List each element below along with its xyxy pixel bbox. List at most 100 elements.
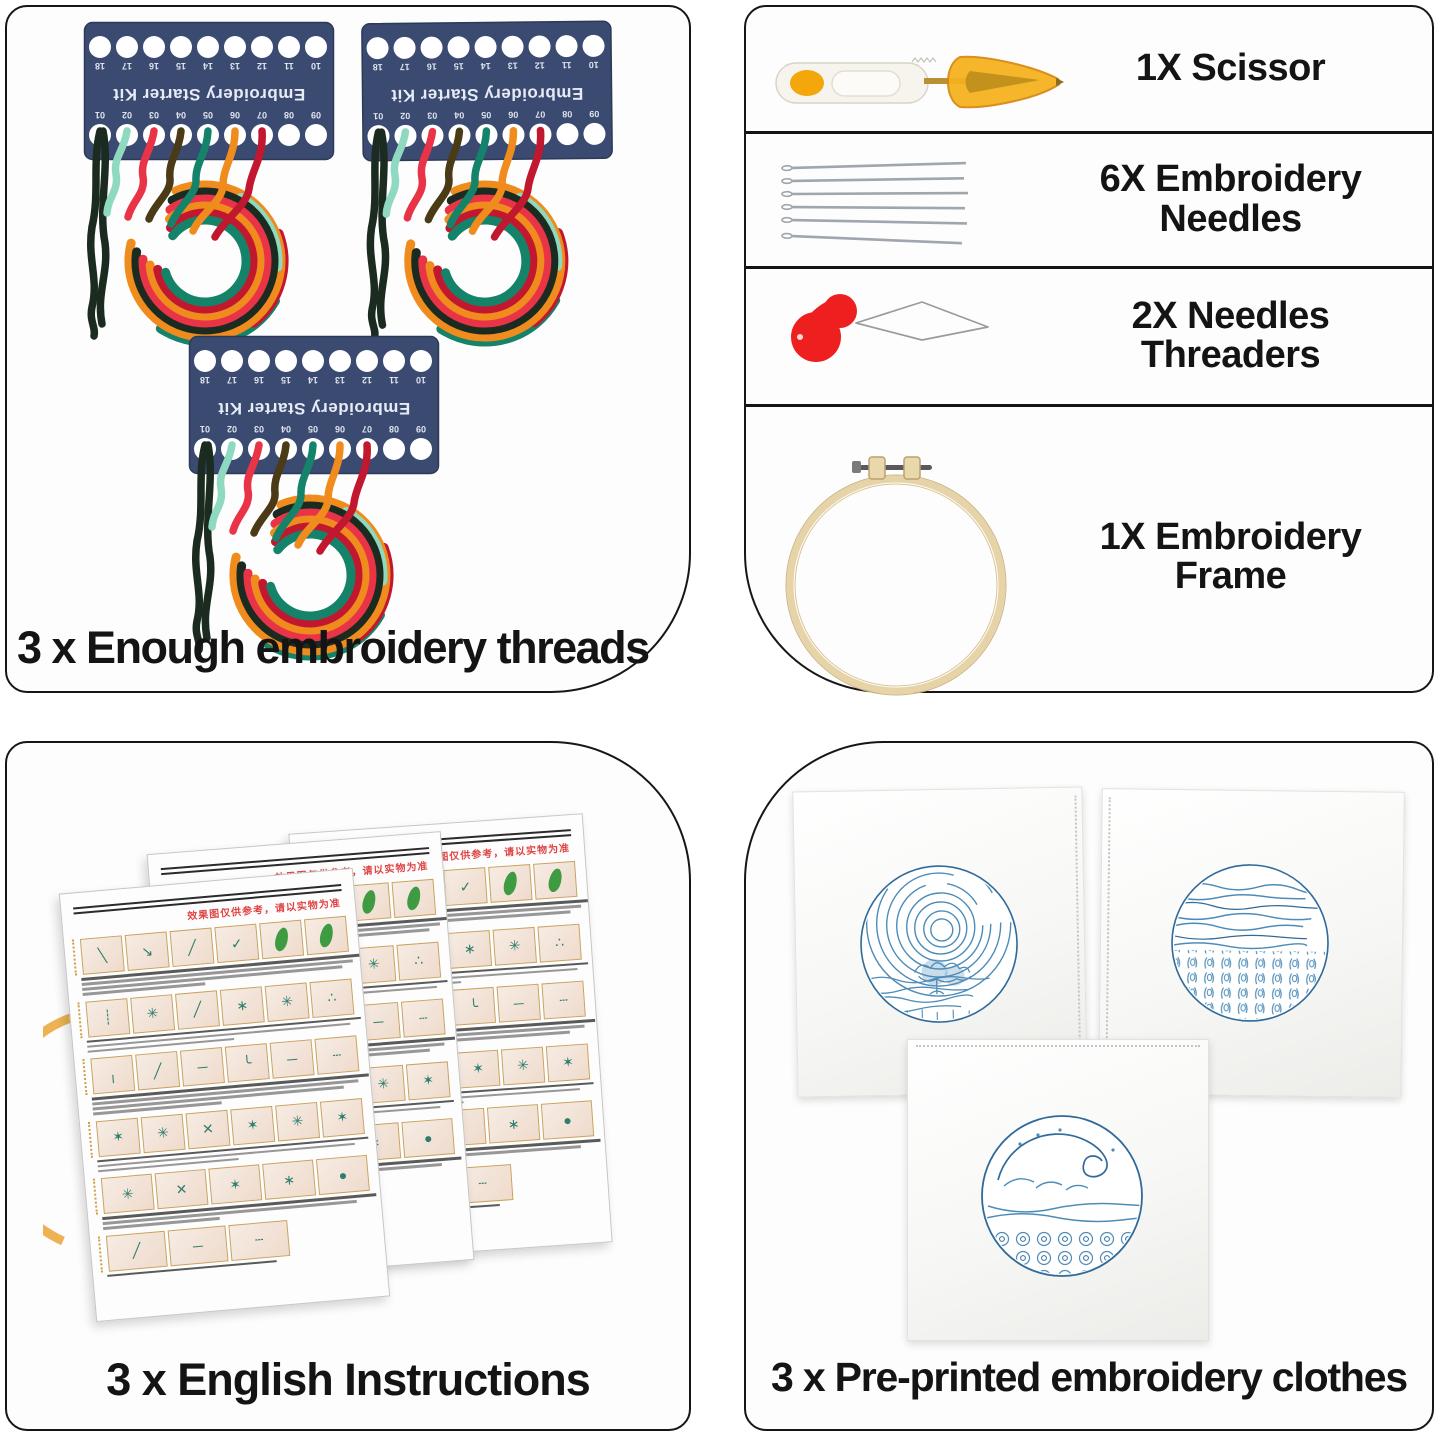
stitch-diagram: ∴ xyxy=(537,923,582,963)
sheet-body: ╲↘╱✓┊✳╱∗✳∴╷╱─╰─┄✶✳✕✶✳✶✳✕✶∗●╱─┄ xyxy=(64,915,385,1278)
svg-text:15: 15 xyxy=(454,61,464,71)
card-holes-top xyxy=(366,34,605,60)
scissor-icon xyxy=(775,55,1064,109)
svg-text:13: 13 xyxy=(508,61,518,71)
stitch-diagram: ┄ xyxy=(400,998,446,1038)
stitch-diagram: ┄ xyxy=(541,980,586,1020)
tool-row-scissor: 1X Scissor xyxy=(746,7,1432,131)
svg-text:10: 10 xyxy=(311,61,321,71)
svg-text:16: 16 xyxy=(149,61,159,71)
svg-text:04: 04 xyxy=(176,110,186,120)
svg-text:18: 18 xyxy=(95,61,105,71)
stitch-diagram: ✕ xyxy=(154,1168,209,1210)
card-numbers-bottom: 01 02 03 04 05 06 07 08 09 xyxy=(200,424,426,434)
stitch-diagram: ✶ xyxy=(208,1164,263,1205)
stitch-diagram: ✶ xyxy=(95,1117,141,1157)
card-holes-top xyxy=(89,36,327,58)
thread-card-graphic: 18 17 16 15 14 13 12 11 10 Embroidery St… xyxy=(83,21,335,347)
stitch-diagram: ✳ xyxy=(264,981,310,1022)
card-numbers-bottom: 01 02 03 04 05 06 07 08 09 xyxy=(95,110,321,120)
svg-text:02: 02 xyxy=(227,424,237,434)
svg-text:17: 17 xyxy=(400,62,410,72)
stitch-diagram: ─ xyxy=(179,1047,225,1087)
tool-row-needles: 6X Embroidery Needles xyxy=(746,131,1432,266)
hem-perforation xyxy=(916,1045,1200,1047)
stitch-diagram: ∴ xyxy=(309,978,355,1018)
preprinted-cloth-wave xyxy=(907,1039,1209,1341)
stitch-diagram: ✓ xyxy=(443,867,488,907)
stitch-diagram: ● xyxy=(401,1118,456,1158)
preprinted-cloth-flower-field xyxy=(1098,788,1405,1098)
thread-strands xyxy=(366,126,545,341)
stitch-diagram: ∗ xyxy=(486,1104,541,1144)
stitch-diagram: ✶ xyxy=(405,1060,451,1100)
instructions-panel: 效果图仅供参考，请以实物为准 ╲↘╱✓┊✳╱∗✳∴╷╱─╰─┄✶✳✕✶✳✶✳✕✶… xyxy=(5,741,691,1431)
svg-text:11: 11 xyxy=(562,60,572,70)
stitch-diagram: ✳ xyxy=(275,1101,321,1141)
svg-text:17: 17 xyxy=(122,61,132,71)
stitch-diagram: ─ xyxy=(167,1224,229,1266)
threads-panel: 18 17 16 15 14 13 12 11 10 Embroidery St… xyxy=(5,5,691,693)
svg-text:01: 01 xyxy=(95,110,105,120)
leaf-illustration xyxy=(303,915,349,956)
card-numbers-top: 18 17 16 15 14 13 12 11 10 xyxy=(373,60,599,72)
cloths-panel: 3 x Pre-printed embroidery clothes xyxy=(744,741,1434,1431)
svg-text:05: 05 xyxy=(203,110,213,120)
svg-text:14: 14 xyxy=(203,61,213,71)
svg-text:15: 15 xyxy=(176,61,186,71)
svg-text:07: 07 xyxy=(362,424,372,434)
card-body xyxy=(361,20,613,162)
leaf-illustration xyxy=(533,860,578,900)
svg-text:07: 07 xyxy=(535,109,545,119)
svg-text:10: 10 xyxy=(589,60,599,70)
card-title: Embroidery Starter Kit xyxy=(218,399,410,418)
vortex-lines xyxy=(865,866,1012,997)
stitch-diagram: ✶ xyxy=(319,1097,365,1138)
svg-text:11: 11 xyxy=(284,61,294,71)
svg-text:16: 16 xyxy=(427,62,437,72)
svg-text:12: 12 xyxy=(535,60,545,70)
card-title: Embroidery Starter Kit xyxy=(113,85,305,104)
stitch-diagram: ∗ xyxy=(262,1159,317,1200)
thread-card: 18 17 16 15 14 13 12 11 10 Embroidery St… xyxy=(188,335,440,661)
svg-text:06: 06 xyxy=(230,110,240,120)
svg-text:08: 08 xyxy=(562,109,572,119)
stitch-diagram: ┊ xyxy=(85,997,131,1038)
svg-text:12: 12 xyxy=(362,375,372,385)
stitch-diagram: ╱ xyxy=(105,1230,168,1272)
card-body xyxy=(83,21,335,161)
stitch-diagram: ─ xyxy=(269,1039,315,1079)
svg-text:02: 02 xyxy=(122,110,132,120)
thread-card: 18 17 16 15 14 13 12 11 10 Embroidery St… xyxy=(83,21,335,347)
svg-text:06: 06 xyxy=(508,110,518,120)
svg-text:09: 09 xyxy=(311,110,321,120)
stitch-diagram: ╲ xyxy=(79,935,125,975)
wave-print xyxy=(981,1115,1143,1277)
preprinted-cloth-swirl-sky xyxy=(792,786,1088,1098)
thread-strands xyxy=(87,127,266,340)
thread-coil xyxy=(399,175,571,347)
card-holes-bottom xyxy=(89,124,327,146)
stitch-diagram: ✶ xyxy=(545,1042,591,1082)
svg-text:05: 05 xyxy=(308,424,318,434)
leaf-illustration xyxy=(391,878,437,918)
svg-text:10: 10 xyxy=(416,375,426,385)
card-numbers-top: 18 17 16 15 14 13 12 11 10 xyxy=(95,61,321,71)
svg-text:02: 02 xyxy=(400,111,410,121)
svg-text:08: 08 xyxy=(389,424,399,434)
card-numbers-top: 18 17 16 15 14 13 12 11 10 xyxy=(200,375,426,385)
svg-text:13: 13 xyxy=(230,61,240,71)
svg-text:09: 09 xyxy=(589,109,599,119)
svg-text:05: 05 xyxy=(481,110,491,120)
instruction-sheet: 效果图仅供参考，请以实物为准 ╲↘╱✓┊✳╱∗✳∴╷╱─╰─┄✶✳✕✶✳✶✳✕✶… xyxy=(58,867,391,1323)
svg-text:04: 04 xyxy=(454,110,464,120)
cloths-caption: 3 x Pre-printed embroidery clothes xyxy=(771,1354,1408,1400)
svg-text:18: 18 xyxy=(373,62,383,72)
svg-text:08: 08 xyxy=(284,110,294,120)
stitch-diagram: ✶ xyxy=(456,1049,501,1089)
stitch-diagram: ✳ xyxy=(140,1113,186,1153)
svg-text:09: 09 xyxy=(416,424,426,434)
stitch-diagram: ● xyxy=(540,1100,595,1140)
svg-text:14: 14 xyxy=(481,61,491,71)
leaf-illustration xyxy=(488,864,533,903)
